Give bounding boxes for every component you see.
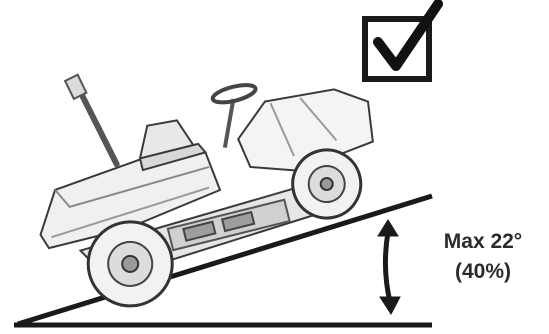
riding-mower-illustration [5,8,402,324]
angle-arrow [378,220,400,314]
max-angle-label: Max 22° [420,231,546,252]
max-grade-percent-label: (40%) [420,261,546,282]
checkmark-box-icon [365,4,438,79]
